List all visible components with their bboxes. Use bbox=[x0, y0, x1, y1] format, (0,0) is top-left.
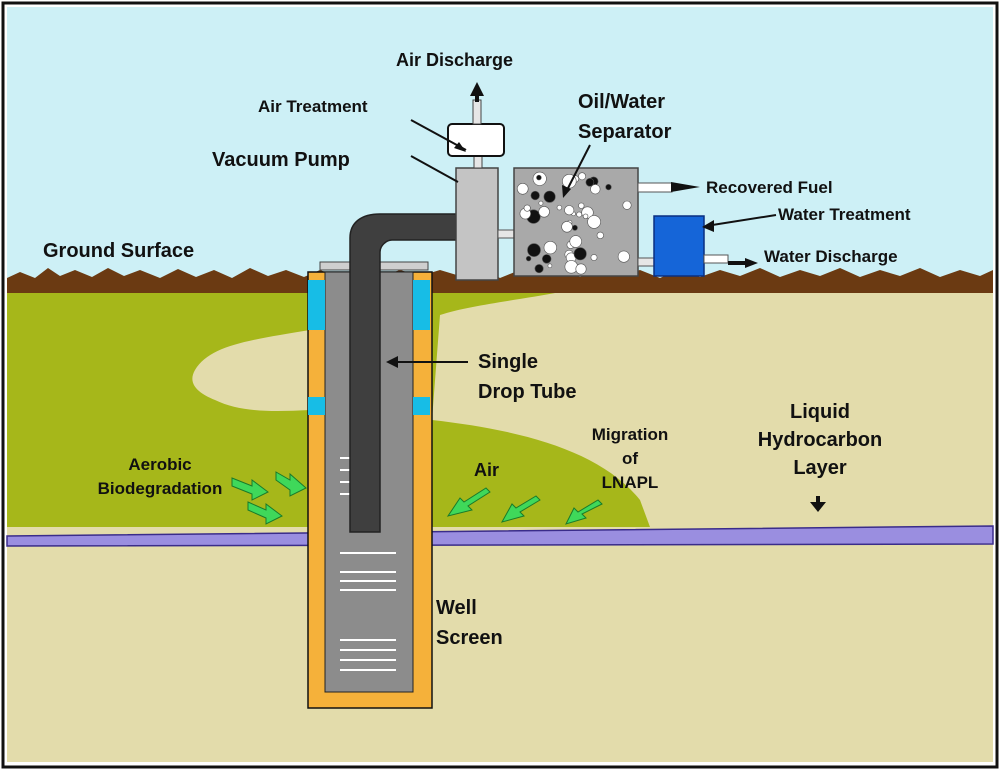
separator-bubble bbox=[534, 264, 544, 274]
separator-bubble bbox=[538, 200, 544, 206]
soil-plume-left bbox=[192, 330, 310, 411]
separator-bubble bbox=[527, 243, 541, 257]
black-arrowheads bbox=[386, 82, 826, 512]
well-seal-left-lower bbox=[308, 397, 325, 415]
biodegradation-arrow-icon bbox=[275, 471, 307, 497]
biodegradation-arrow-icon bbox=[231, 477, 269, 501]
separator-bubble bbox=[538, 206, 550, 218]
separator-bubble bbox=[585, 178, 595, 187]
separator-bubble bbox=[590, 184, 601, 195]
vacuum-pump-label: Vacuum Pump bbox=[212, 149, 350, 171]
migration-label-line3: LNAPL bbox=[602, 473, 659, 492]
separator-bubble bbox=[590, 254, 598, 261]
water-treatment-tank bbox=[653, 215, 705, 277]
separator-bubble bbox=[564, 205, 575, 216]
well-seal-right bbox=[413, 280, 430, 330]
well-screen-label-line2: Screen bbox=[436, 627, 503, 649]
biodegradation-arrow-icon bbox=[247, 501, 283, 525]
separator-bubble bbox=[617, 250, 630, 263]
separator-bubble bbox=[564, 260, 578, 274]
separator-bubble bbox=[536, 174, 542, 181]
water-discharge-arrow-icon bbox=[745, 258, 758, 268]
pipe-separator-watertreatment bbox=[637, 257, 655, 267]
aerobic-label-line2: Biodegradation bbox=[98, 479, 223, 498]
separator-bubble bbox=[576, 211, 583, 218]
separator-bubble bbox=[547, 263, 553, 269]
air-arrow-icon bbox=[446, 487, 491, 517]
migration-label-line2: of bbox=[622, 449, 638, 468]
separator-bubble bbox=[530, 190, 540, 201]
separator-bubble bbox=[573, 247, 587, 261]
separator-bubble bbox=[541, 254, 552, 264]
oil-water-label-line1: Oil/Water bbox=[578, 91, 665, 113]
oil-water-label-line2: Separator bbox=[578, 121, 672, 143]
pipe-pump-separator bbox=[497, 229, 515, 239]
separator-bubble bbox=[587, 215, 601, 229]
separator-bubble bbox=[525, 255, 532, 262]
separator-bubble bbox=[578, 202, 585, 209]
air-arrow-icon bbox=[565, 499, 603, 525]
water-treatment-label: Water Treatment bbox=[778, 205, 911, 224]
drop-tube-label-line1: Single bbox=[478, 351, 538, 373]
separator-bubble bbox=[572, 224, 578, 231]
separator-bubble bbox=[569, 235, 582, 248]
liquid-hydrocarbon-layer bbox=[6, 525, 994, 547]
separator-bubble bbox=[578, 172, 586, 181]
well-seal-right-lower bbox=[413, 397, 430, 415]
separator-bubble bbox=[596, 231, 604, 239]
hydrocarbon-label-line3: Layer bbox=[793, 457, 847, 479]
separator-bubble bbox=[556, 204, 563, 211]
air-treatment-label: Air Treatment bbox=[258, 97, 368, 116]
separator-bubble bbox=[516, 183, 529, 195]
water-discharge-pipe bbox=[703, 254, 729, 264]
recovered-fuel-pipe bbox=[637, 182, 673, 193]
well-screen-label-line1: Well bbox=[436, 597, 477, 619]
recovered-fuel-label: Recovered Fuel bbox=[706, 178, 833, 197]
vacuum-pump bbox=[455, 167, 499, 281]
air-label: Air bbox=[474, 460, 499, 480]
separator-bubble bbox=[605, 184, 612, 191]
air-discharge-label: Air Discharge bbox=[396, 50, 513, 70]
hydrocarbon-layer-arrow-icon bbox=[810, 502, 826, 512]
air-treatment-unit bbox=[447, 123, 505, 157]
separator-bubble bbox=[543, 241, 557, 255]
separator-bubble bbox=[575, 263, 587, 275]
aerobic-label-line1: Aerobic bbox=[128, 455, 191, 474]
separator-bubble bbox=[582, 213, 589, 220]
separator-bubble bbox=[523, 204, 531, 212]
drop-tube-label-line2: Drop Tube bbox=[478, 381, 577, 403]
separator-bubble bbox=[561, 221, 573, 233]
hydrocarbon-label-line1: Liquid bbox=[790, 401, 850, 423]
migration-label-line1: Migration bbox=[592, 425, 669, 444]
separator-bubble bbox=[543, 190, 556, 203]
separator-bubble bbox=[622, 200, 632, 210]
green-arrows bbox=[231, 471, 603, 525]
ground-surface-label: Ground Surface bbox=[43, 240, 194, 262]
air-arrow-icon bbox=[500, 495, 541, 523]
ground-surface-band bbox=[7, 268, 993, 293]
well-seal-left bbox=[308, 280, 325, 330]
air-discharge-arrow-icon bbox=[470, 82, 484, 96]
air-discharge-pipe bbox=[472, 99, 482, 125]
water-discharge-label: Water Discharge bbox=[764, 247, 898, 266]
hydrocarbon-label-line2: Hydrocarbon bbox=[758, 429, 882, 451]
